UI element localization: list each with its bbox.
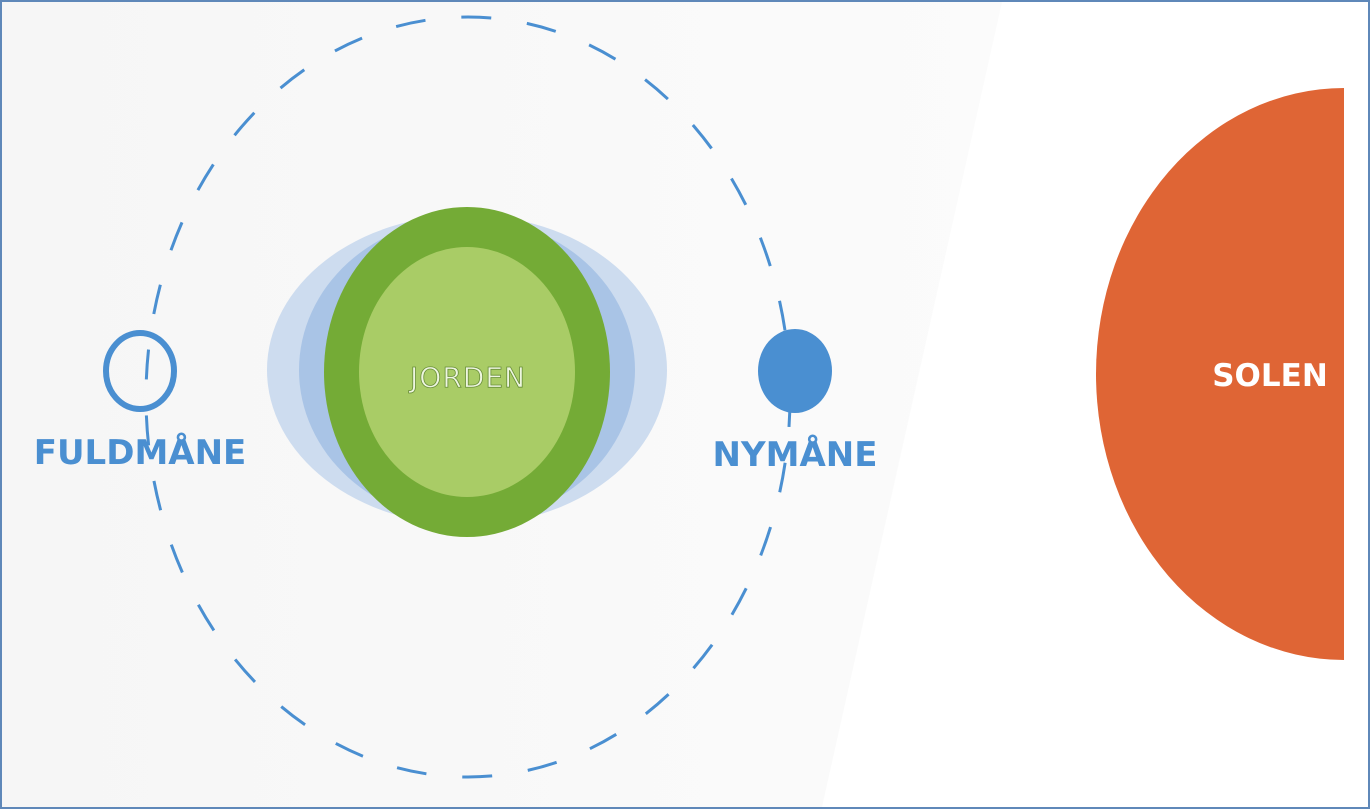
sun-label: SOLEN [1212,358,1328,394]
sun-shape [1096,88,1344,660]
full-moon-label: FULDMÅNE [34,432,247,473]
new-moon-icon [758,329,832,413]
earth-label: JORDEN [408,361,526,394]
earth-inner [359,247,575,497]
full-moon-icon [103,330,177,412]
new-moon-label: NYMÅNE [713,434,878,475]
